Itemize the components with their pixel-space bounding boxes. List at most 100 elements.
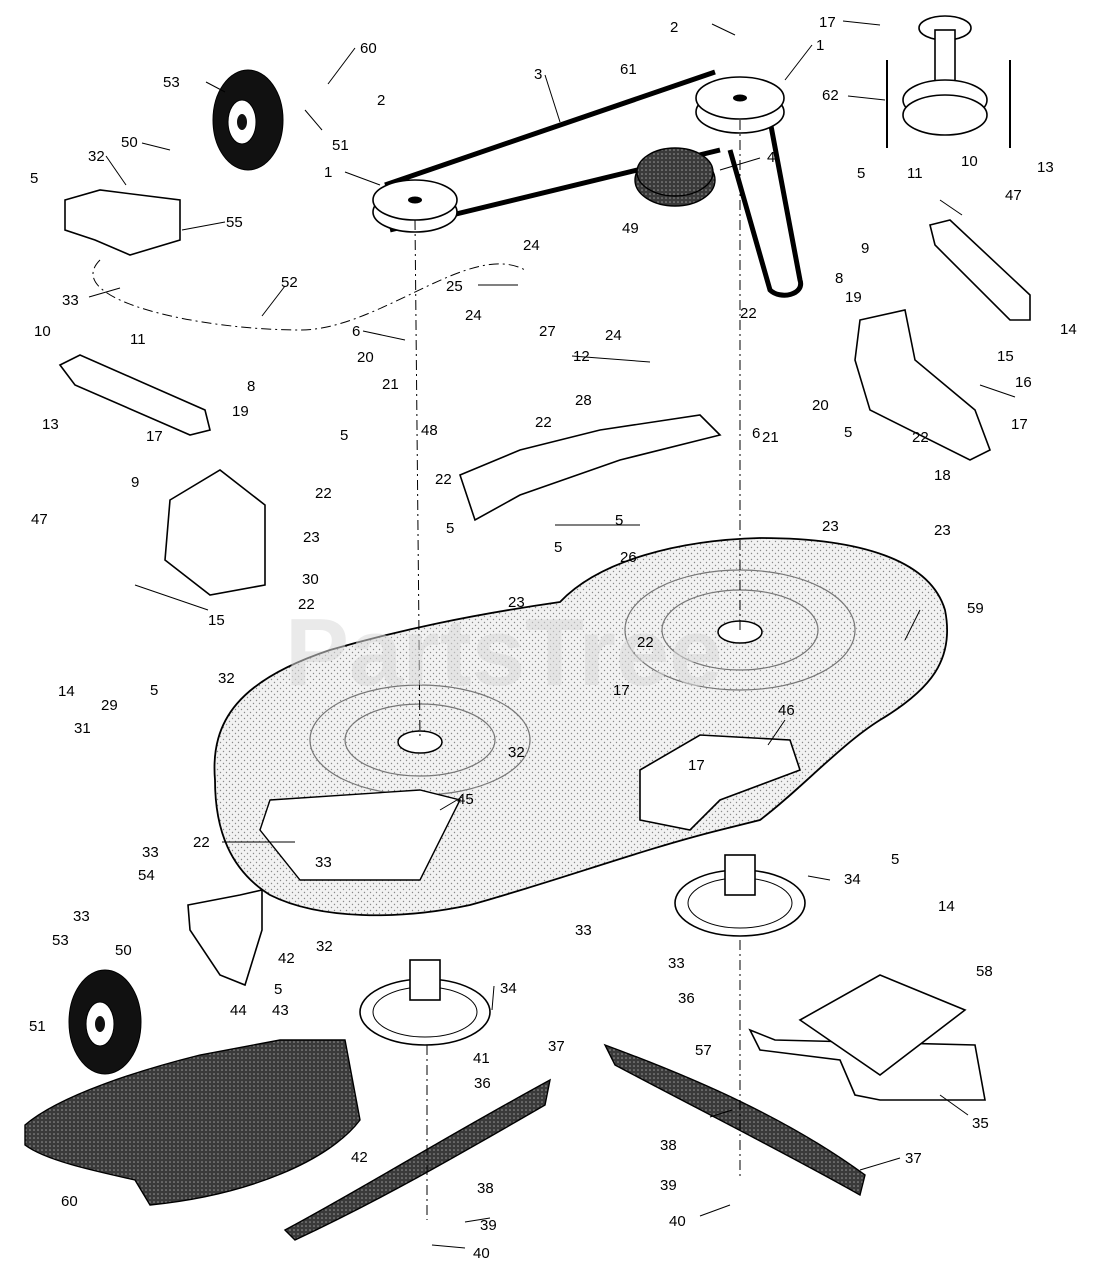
callout-17: 17 — [1011, 416, 1028, 433]
front-baffle — [459, 414, 722, 522]
lift-link-left — [58, 354, 211, 436]
lift-link-right — [929, 219, 1031, 321]
callout-1: 1 — [816, 37, 824, 54]
spindle-pulley-left — [372, 179, 458, 233]
callout-22: 22 — [637, 634, 654, 651]
callout-29: 29 — [101, 697, 118, 714]
callout-23: 23 — [934, 522, 951, 539]
callout-6: 6 — [752, 425, 760, 442]
callout-52: 52 — [281, 274, 298, 291]
callout-17: 17 — [688, 757, 705, 774]
gauge-wheel-lower — [68, 969, 142, 1075]
callout-50: 50 — [115, 942, 132, 959]
double-pulley — [886, 15, 1011, 148]
callout-21: 21 — [762, 429, 779, 446]
callout-62: 62 — [822, 87, 839, 104]
discharge-chute — [24, 1039, 361, 1206]
callout-31: 31 — [74, 720, 91, 737]
callout-2: 2 — [670, 19, 678, 36]
callout-24: 24 — [605, 327, 622, 344]
callout-18: 18 — [934, 467, 951, 484]
callout-14: 14 — [58, 683, 75, 700]
callout-33: 33 — [668, 955, 685, 972]
callout-51: 51 — [332, 137, 349, 154]
callout-41: 41 — [473, 1050, 490, 1067]
blade-left — [283, 1078, 551, 1241]
callout-51: 51 — [29, 1018, 46, 1035]
callout-10: 10 — [34, 323, 51, 340]
callout-5: 5 — [274, 981, 282, 998]
callout-36: 36 — [678, 990, 695, 1007]
callout-61: 61 — [620, 61, 637, 78]
callout-22: 22 — [912, 429, 929, 446]
callout-5: 5 — [891, 851, 899, 868]
callout-30: 30 — [302, 571, 319, 588]
callout-5: 5 — [615, 512, 623, 529]
callout-22: 22 — [315, 485, 332, 502]
idler-bracket — [639, 734, 802, 831]
callout-23: 23 — [822, 518, 839, 535]
callout-48: 48 — [421, 422, 438, 439]
callout-33: 33 — [142, 844, 159, 861]
callout-5: 5 — [844, 424, 852, 441]
callout-47: 47 — [1005, 187, 1022, 204]
callout-16: 16 — [1015, 374, 1032, 391]
callout-38: 38 — [477, 1180, 494, 1197]
callout-8: 8 — [835, 270, 843, 287]
callout-22: 22 — [740, 305, 757, 322]
callout-11: 11 — [130, 331, 146, 348]
callout-32: 32 — [218, 670, 235, 687]
callout-40: 40 — [669, 1213, 686, 1230]
callout-3: 3 — [534, 66, 542, 83]
callout-23: 23 — [303, 529, 320, 546]
callout-22: 22 — [193, 834, 210, 851]
callout-24: 24 — [465, 307, 482, 324]
callout-6: 6 — [352, 323, 360, 340]
callout-9: 9 — [861, 240, 869, 257]
callout-34: 34 — [500, 980, 517, 997]
callout-13: 13 — [42, 416, 59, 433]
spindle-assembly-right — [674, 854, 806, 937]
callout-58: 58 — [976, 963, 993, 980]
callout-60: 60 — [61, 1193, 78, 1210]
blade-right — [603, 1043, 866, 1197]
callout-17: 17 — [613, 682, 630, 699]
wheel-bracket-upper — [64, 189, 181, 256]
callout-34: 34 — [844, 871, 861, 888]
callout-9: 9 — [131, 474, 139, 491]
callout-53: 53 — [52, 932, 69, 949]
callout-5: 5 — [857, 165, 865, 182]
spindle-assembly-left — [359, 959, 491, 1046]
callout-20: 20 — [812, 397, 829, 414]
mounting-plate — [798, 974, 967, 1076]
callout-15: 15 — [997, 348, 1014, 365]
callout-8: 8 — [247, 378, 255, 395]
callout-37: 37 — [905, 1150, 922, 1167]
callout-13: 13 — [1037, 159, 1054, 176]
deck-bracket-18 — [854, 309, 992, 461]
callout-59: 59 — [967, 600, 984, 617]
callout-11: 11 — [907, 165, 923, 182]
callout-14: 14 — [938, 898, 955, 915]
callout-2: 2 — [377, 92, 385, 109]
callout-10: 10 — [961, 153, 978, 170]
callout-22: 22 — [298, 596, 315, 613]
callout-33: 33 — [575, 922, 592, 939]
callout-19: 19 — [845, 289, 862, 306]
idler-pulley — [634, 147, 716, 207]
callout-17: 17 — [146, 428, 163, 445]
callout-42: 42 — [351, 1149, 368, 1166]
callout-32: 32 — [316, 938, 333, 955]
wheel-bracket-lower — [187, 888, 263, 987]
callout-40: 40 — [473, 1245, 490, 1262]
callout-50: 50 — [121, 134, 138, 151]
gauge-wheel-upper — [212, 69, 284, 171]
callout-37: 37 — [548, 1038, 565, 1055]
callout-15: 15 — [208, 612, 225, 629]
callout-5: 5 — [150, 682, 158, 699]
callout-23: 23 — [508, 594, 525, 611]
callout-5: 5 — [30, 170, 38, 187]
callout-14: 14 — [1060, 321, 1077, 338]
